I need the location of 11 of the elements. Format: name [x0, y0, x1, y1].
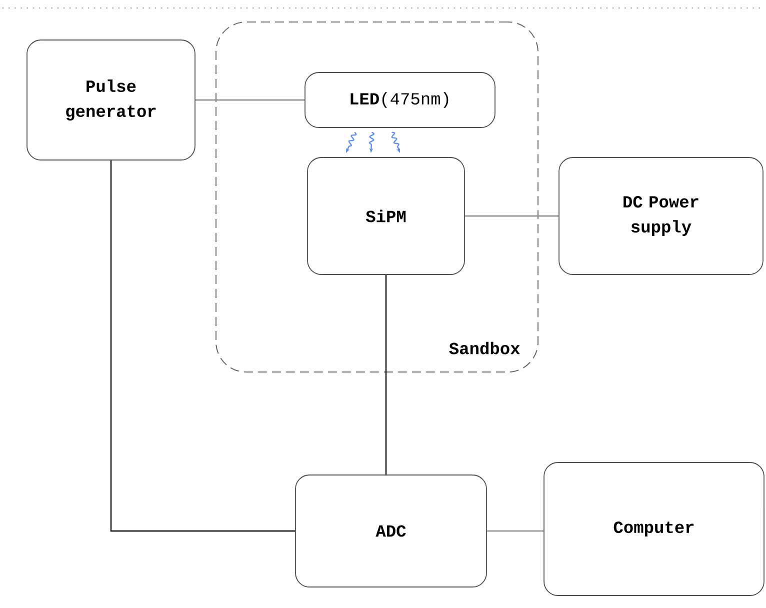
connector-line: [486, 530, 544, 532]
connector-line: [195, 99, 305, 101]
connector-line: [110, 160, 296, 532]
device-box: Pulse generator: [26, 40, 196, 160]
device-box: ADC: [295, 474, 487, 588]
device-box: DC Power supply: [558, 157, 764, 275]
connector-line: [464, 215, 559, 217]
connector-line: [385, 274, 387, 475]
device-box: Computer: [544, 462, 764, 596]
led-box: LED(475nm): [304, 72, 496, 128]
device-box: SiPM: [307, 157, 465, 275]
